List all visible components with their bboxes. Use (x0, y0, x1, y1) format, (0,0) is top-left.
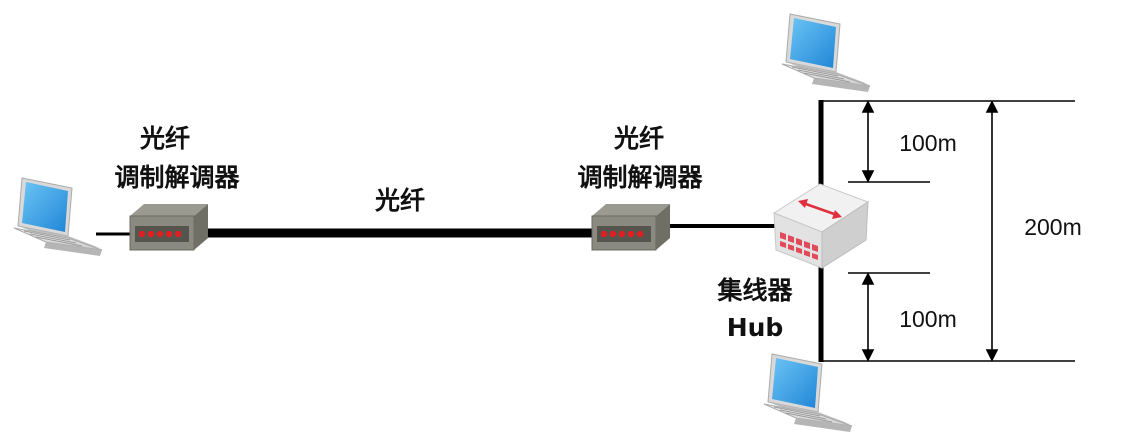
distance-total-label: 200m (1024, 214, 1082, 240)
modem-left-label-line2: 调制解调器 (114, 163, 240, 192)
distance-top-label: 100m (899, 130, 957, 156)
modem-right-label-line2: 调制解调器 (577, 163, 703, 192)
modem-left-label-line1: 光纤 (139, 124, 190, 153)
fiber-modem-right-icon (591, 203, 671, 251)
fiber-label: 光纤 (374, 186, 425, 215)
hub-label-cn: 集线器 (717, 276, 793, 305)
distance-bottom-label: 100m (899, 306, 957, 332)
hub-label-en: Hub (726, 313, 784, 342)
laptop-bottom-icon (763, 353, 853, 433)
laptop-left-icon (13, 177, 103, 257)
modem-right-label-line1: 光纤 (613, 124, 664, 153)
dimension-lines (821, 100, 1075, 362)
laptop-top-icon (781, 13, 871, 93)
fiber-modem-left-icon (129, 203, 209, 251)
hub-icon (772, 183, 870, 269)
